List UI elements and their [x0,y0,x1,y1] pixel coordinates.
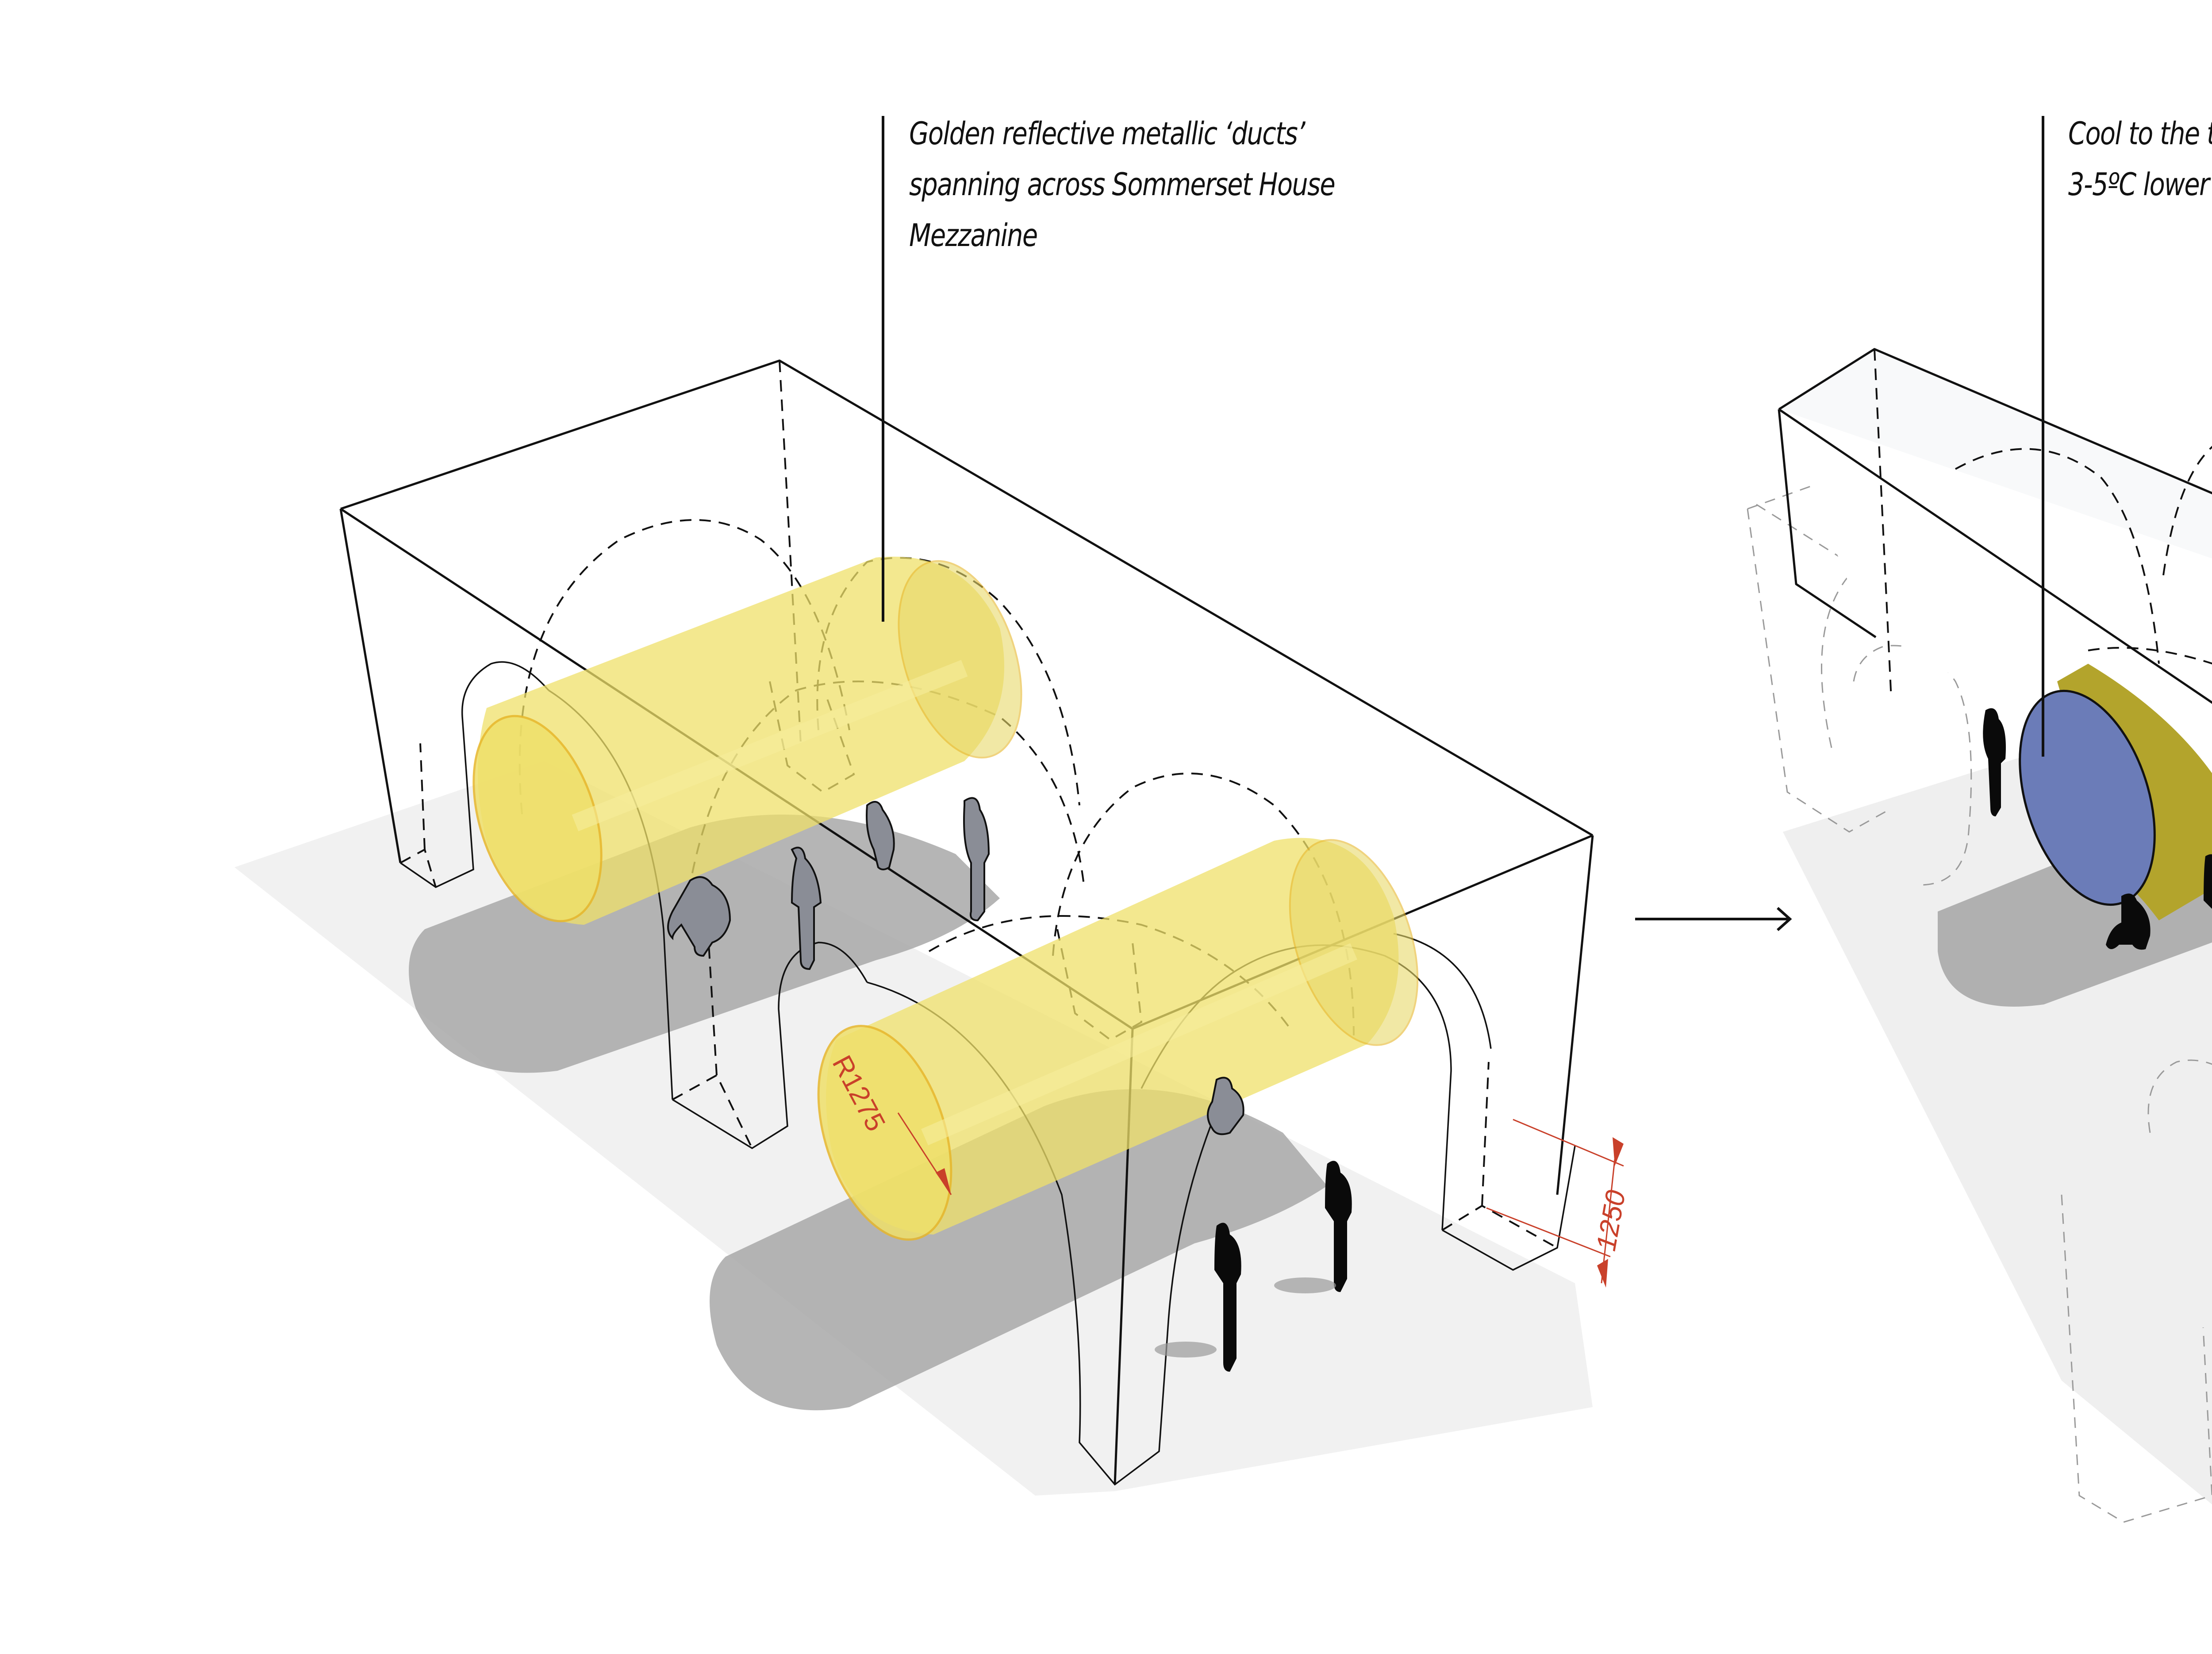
annotation-line: Golden reflective metallic ‘ducts’ [909,108,1335,159]
annotation-line: Cool to the touch. [2068,108,2212,159]
annotation-line: Mezzanine [909,210,1335,261]
width-label: 1250 [1591,1188,1632,1254]
pier-right-inner [1442,1062,1557,1248]
box-left-vertical [341,509,400,863]
right-arrow-icon [1635,908,1790,930]
annotation-line: 3-5ºC lower than ambient temperature [2068,159,2212,210]
right-panel-proposed [1747,116,2212,1522]
cool-annotation: Cool to the touch. 3-5ºC lower than ambi… [2068,108,2212,210]
left-panel-existing: R1275 1250 [234,116,1632,1496]
annotation-line: spanning across Sommerset House [909,159,1335,210]
duct-annotation: Golden reflective metallic ‘ducts’ spann… [909,108,1335,261]
